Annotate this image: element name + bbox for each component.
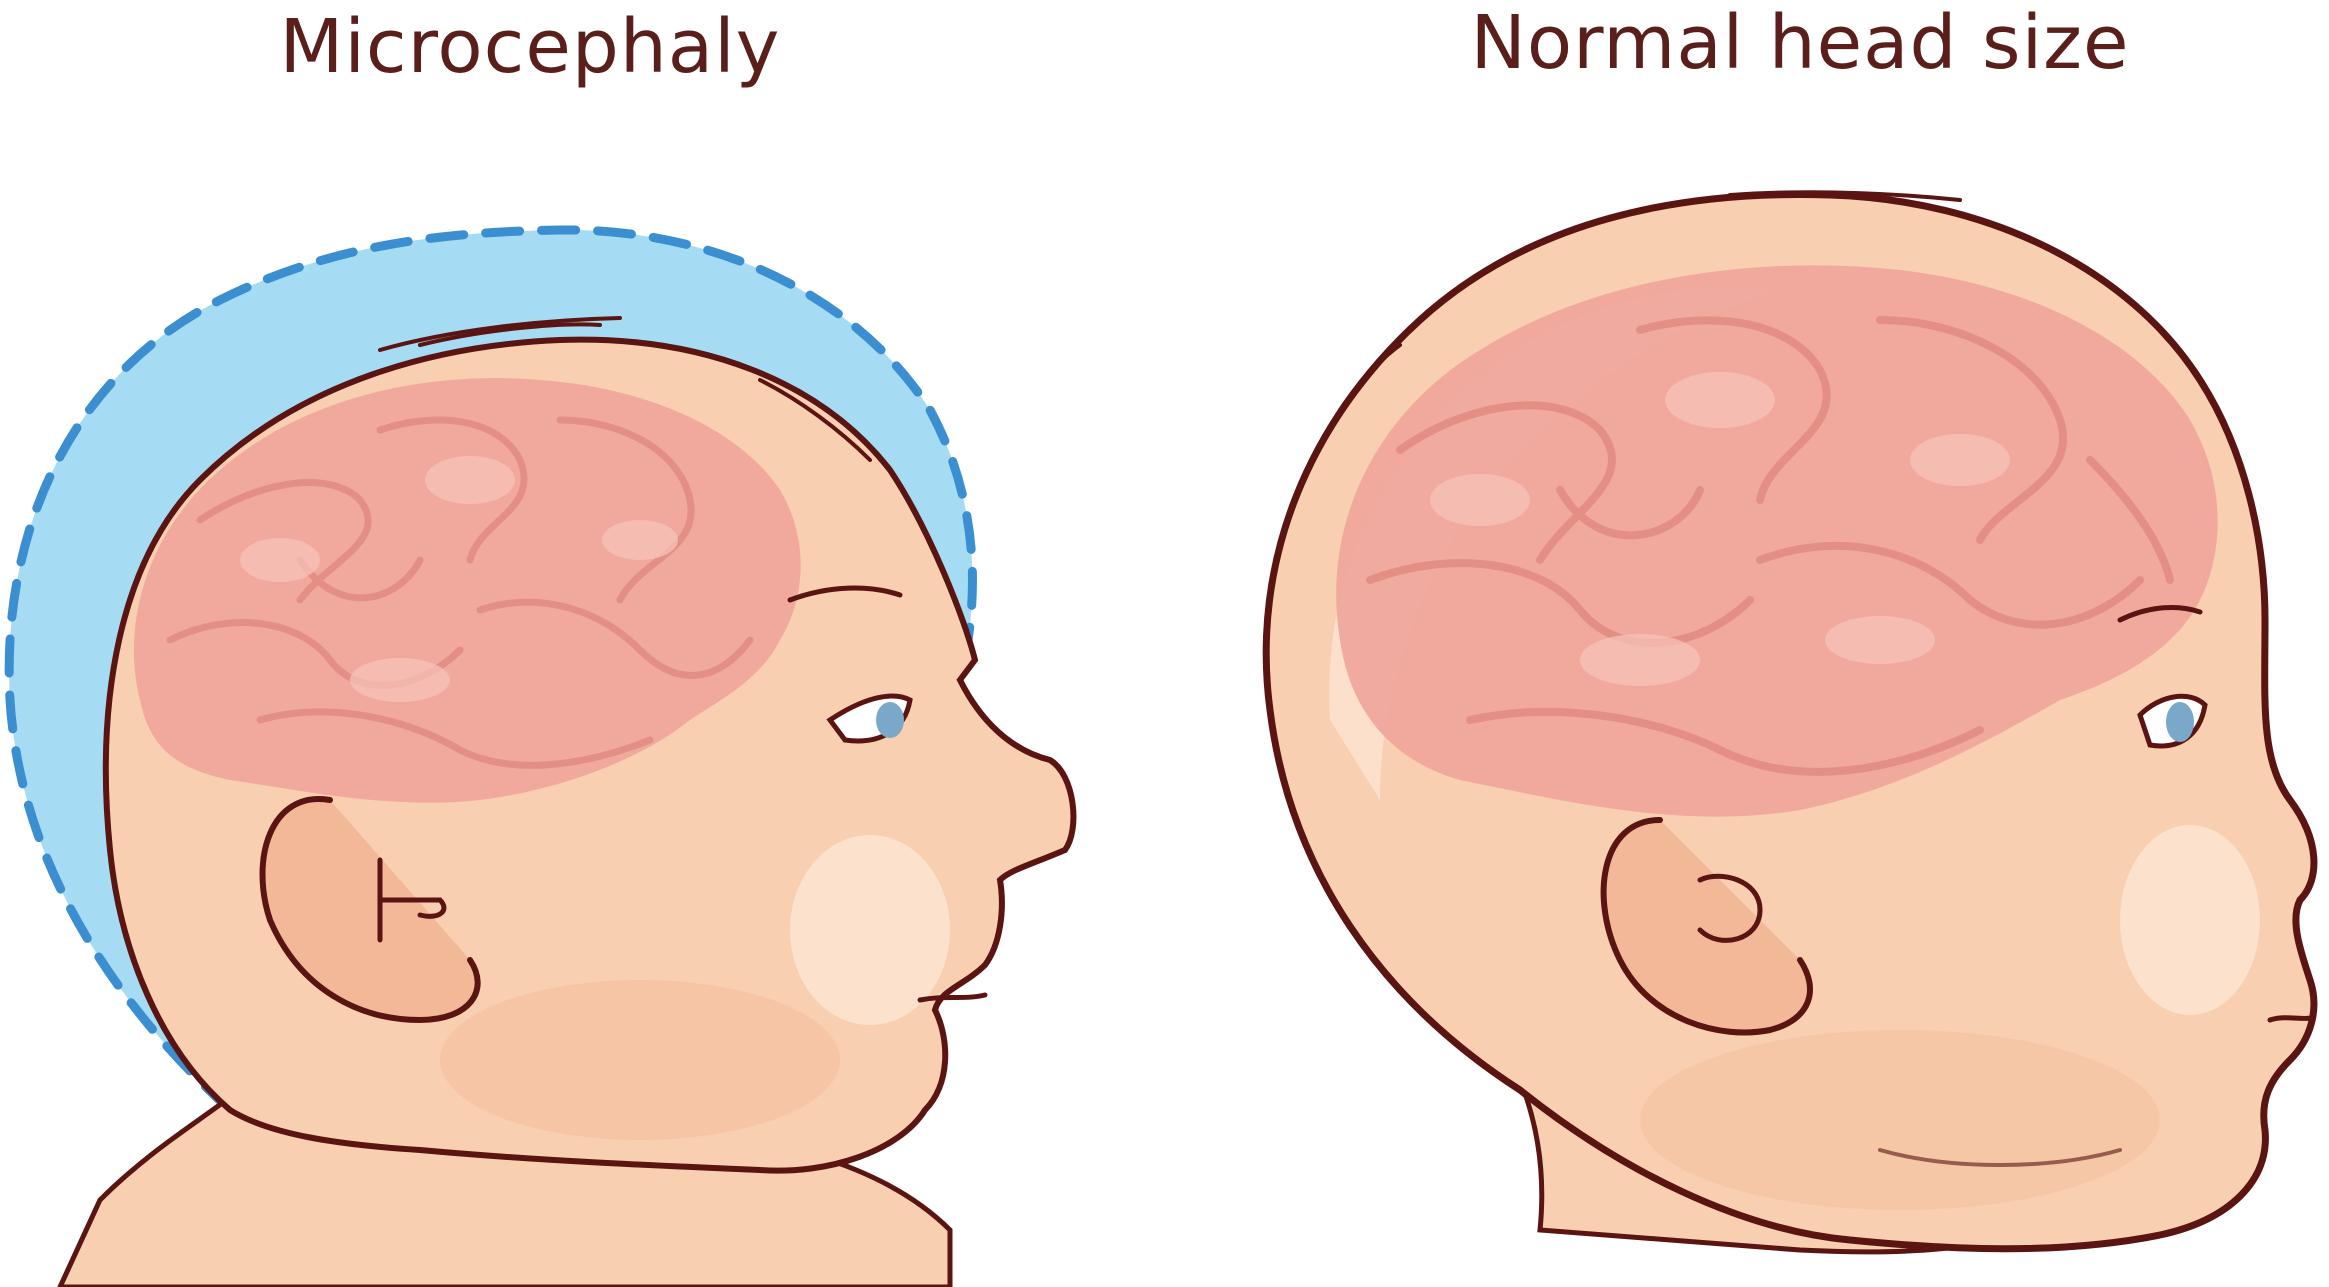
normal-ear-inner	[1697, 873, 1763, 943]
normal-hair	[1338, 190, 1962, 412]
microcephaly-illustration	[4, 225, 1077, 1287]
microcephaly-jaw-shadow	[440, 980, 840, 1140]
normal-jaw-shadow	[1640, 1030, 2160, 1210]
normal-eyebrow	[2117, 604, 2203, 623]
microcephaly-hair	[378, 316, 872, 462]
normal-mouth	[2267, 1015, 2315, 1023]
microcephaly-ear-inner	[377, 857, 447, 943]
normal-cheek-highlight	[2120, 825, 2260, 1015]
microcephaly-label: Microcephaly	[279, 4, 781, 90]
normal-head-illustration	[1262, 190, 2318, 1255]
normal-head-size-label: Normal head size	[1470, 0, 2130, 86]
normal-iris	[2166, 702, 2194, 742]
normal-ear	[1600, 817, 1813, 1036]
normal-brain-highlights	[1430, 372, 2010, 686]
microcephaly-brain-highlights	[240, 456, 678, 702]
normal-neck-crease	[1878, 1148, 2122, 1167]
microcephaly-ear	[259, 796, 481, 1024]
normal-brain	[1336, 265, 2218, 817]
normal-brain-folds	[1366, 316, 2174, 776]
microcephaly-mouth	[917, 992, 988, 1003]
normal-head-dashed-line	[4, 225, 977, 1115]
microcephaly-cheek-highlight	[790, 835, 950, 1025]
microcephaly-eyebrow	[787, 585, 903, 603]
microcephaly-iris	[876, 702, 904, 738]
